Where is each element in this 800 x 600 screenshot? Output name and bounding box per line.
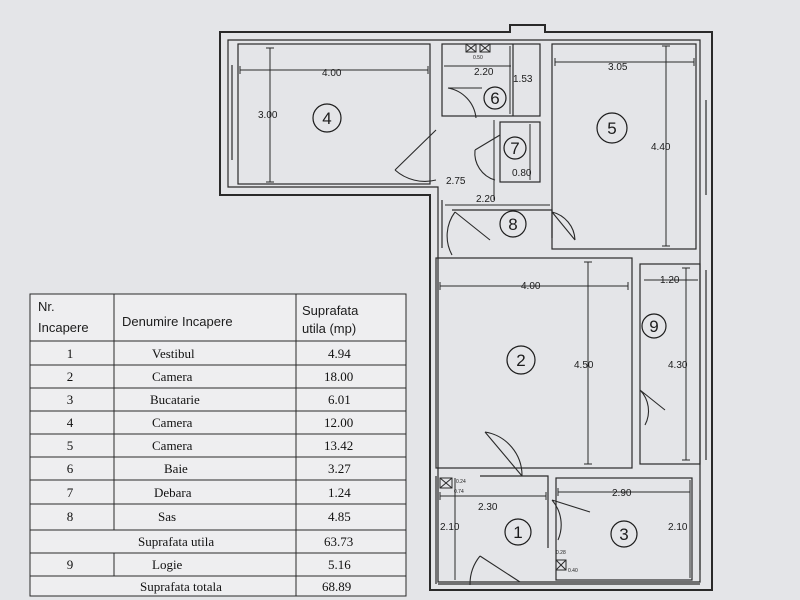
door-room-7 [474,134,501,181]
fixture-room-1 [439,477,453,489]
dim-room-3-height: 2.10 [668,522,688,533]
fixtures: 0.50 0.24 0.74 0.28 0.40 [439,43,578,574]
table-cell-nr: 1 [67,346,74,361]
dim-room-9-width: 1.20 [660,275,680,286]
room-9-wall [639,263,701,465]
room-4-wall [237,43,431,185]
table-cell-area: 13.42 [324,438,353,453]
table-cell-area: 3.27 [328,461,351,476]
table-cell-name: Camera [152,415,193,430]
room-2-wall [435,257,633,469]
room-1-wall [435,475,549,584]
dim-room-2-height: 4.50 [574,360,594,371]
dim-hall-height: 2.75 [446,176,466,187]
outer-wall-inner [227,39,701,583]
room-3-wall [555,477,693,581]
table-cell-name: Camera [152,369,193,384]
room-8-wall [441,200,553,248]
room-marker-9: 9 [649,317,658,336]
table-total-value: 68.89 [322,579,351,594]
table-subtotal-value: 63.73 [324,534,353,549]
room-marker-6: 6 [490,89,499,108]
table-cell-nr: 7 [67,485,74,500]
table-total-label: Suprafata totala [140,579,222,594]
fixture-label-e: 0.40 [568,568,578,574]
table-cell-nr: 6 [67,461,74,476]
table-cell-nr: 8 [67,509,74,524]
doors [394,87,666,586]
room-marker-2: 2 [516,351,525,370]
area-table: Nr. Incapere Denumire Incapere Suprafata… [29,293,407,597]
dimension-labels: 4.00 3.00 2.20 1.53 3.05 4.40 2.75 0.80 … [258,62,688,533]
dim-room-8-width: 2.20 [476,194,496,205]
table-cell-nr: 4 [67,415,74,430]
room-7-wall [499,121,541,183]
door-room-9 [639,389,666,426]
table-header-nr-2: Incapere [38,320,89,335]
door-room-2 [484,431,523,477]
table-cell-name: Bucatarie [150,392,200,407]
dim-room-4-width: 4.00 [322,68,342,79]
door-room-5 [551,211,576,241]
fixture-label-d: 0.28 [556,550,566,556]
door-room-8 [446,211,491,256]
outer-wall [219,24,713,591]
dim-room-1-height: 2.10 [440,522,460,533]
table-cell-area: 5.16 [328,557,351,572]
door-room-3 [551,499,591,541]
table-cell-name: Vestibul [152,346,195,361]
table-cell-name: Logie [152,557,183,572]
table-cell-name: Baie [164,461,188,476]
table-cell-nr: 2 [67,369,74,384]
room-marker-1: 1 [513,523,522,542]
table-cell-nr: 3 [67,392,74,407]
table-header-area: Suprafata [302,303,359,318]
fixture-room-3 [555,559,567,571]
door-room-4 [394,129,437,182]
table-cell-nr: 5 [67,438,74,453]
table-cell-name: Debara [154,485,192,500]
dim-room-4-height: 3.00 [258,110,278,121]
room-markers: 4 6 7 5 8 2 9 1 3 [312,86,667,548]
room-marker-3: 3 [619,525,628,544]
room-6-wall [441,43,541,117]
room-marker-4: 4 [322,109,331,128]
door-entrance [469,555,521,586]
table-cell-nr: 9 [67,557,74,572]
room-marker-7: 7 [510,139,519,158]
table-cell-area: 4.94 [328,346,351,361]
table-cell-area: 1.24 [328,485,351,500]
dim-room-5-height: 4.40 [651,142,671,153]
dim-room-7-height: 0.80 [512,168,532,179]
fixture-label-b: 0.24 [456,479,466,485]
fixture-label-c: 0.74 [454,489,464,495]
door-room-6 [447,87,482,119]
room-marker-8: 8 [508,215,517,234]
table-cell-area: 6.01 [328,392,351,407]
walls [219,24,713,591]
table-cell-area: 4.85 [328,509,351,524]
dim-room-1-width: 2.30 [478,502,498,513]
table-header-name: Denumire Incapere [122,314,233,329]
fixture-room-6 [465,43,477,53]
table-cell-area: 18.00 [324,369,353,384]
dimension-lines [239,45,698,580]
dim-room-6-height: 1.53 [513,74,533,85]
dim-room-2-width: 4.00 [521,281,541,292]
dim-room-5-width: 3.05 [608,62,628,73]
table-cell-name: Sas [158,509,176,524]
table-header-nr: Nr. [38,299,55,314]
table-cell-area: 12.00 [324,415,353,430]
dim-room-3-width: 2.90 [612,488,632,499]
table-cell-name: Camera [152,438,193,453]
table-header-area-2: utila (mp) [302,321,356,336]
room-marker-5: 5 [607,119,616,138]
room-5-wall [551,43,697,250]
dim-room-9-height: 4.30 [668,360,688,371]
table-subtotal-label: Suprafata utila [138,534,214,549]
dim-room-6-width: 2.20 [474,67,494,78]
fixture-label-a: 0.50 [473,55,483,61]
